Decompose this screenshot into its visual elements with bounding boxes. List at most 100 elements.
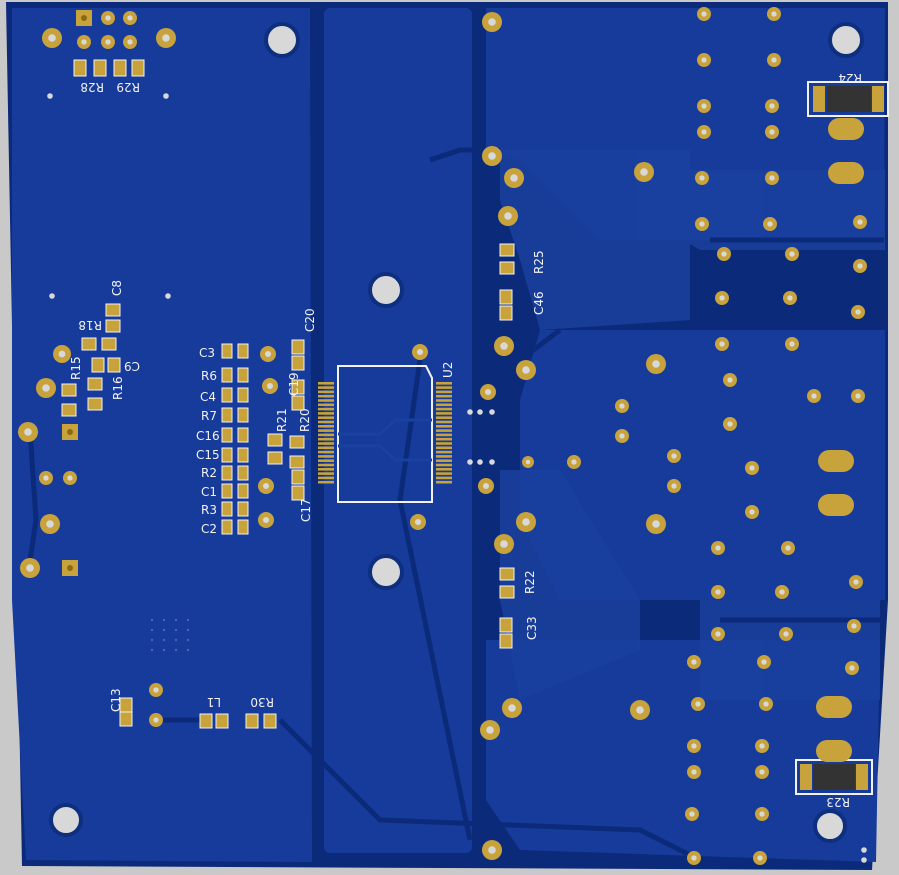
tht-hole bbox=[779, 589, 785, 595]
tht-hole bbox=[264, 350, 272, 358]
ic-pin bbox=[436, 468, 452, 471]
tht-hole bbox=[789, 341, 795, 347]
label-r15: R15 bbox=[69, 356, 83, 380]
tht-hole bbox=[500, 342, 508, 350]
tht-hole bbox=[727, 421, 733, 427]
tht-hole bbox=[262, 482, 270, 490]
ic-pin bbox=[436, 407, 452, 411]
tht-hole bbox=[48, 34, 56, 42]
tht-hole bbox=[525, 459, 531, 465]
tht-hole bbox=[67, 475, 73, 481]
ic-pin bbox=[436, 480, 452, 484]
tht-hole bbox=[619, 433, 625, 439]
smd-pad bbox=[291, 355, 305, 371]
smd-pad bbox=[61, 383, 77, 397]
through-hole-pads bbox=[18, 7, 867, 865]
smd-pad bbox=[221, 519, 233, 535]
smd-pad bbox=[237, 483, 249, 499]
ic-pin bbox=[318, 463, 334, 467]
smd-pad bbox=[221, 387, 233, 403]
tht-hole bbox=[851, 623, 857, 629]
smd-pad bbox=[107, 357, 121, 373]
smd-pad bbox=[291, 395, 305, 411]
smd-pad bbox=[237, 407, 249, 423]
smd-pad bbox=[499, 567, 515, 581]
smd-pad bbox=[73, 59, 87, 77]
via bbox=[47, 93, 53, 99]
via-dot bbox=[162, 638, 166, 642]
smd-pad bbox=[91, 357, 105, 373]
tht-hole bbox=[636, 706, 644, 714]
ic-pin bbox=[318, 446, 334, 450]
label-c15: C15 bbox=[196, 448, 220, 462]
smd-pad bbox=[87, 377, 103, 391]
label-c46: C46 bbox=[532, 291, 546, 315]
tht-hole bbox=[42, 384, 50, 392]
ic-u2 bbox=[318, 365, 452, 503]
smd-pad bbox=[289, 435, 305, 449]
tht-hole bbox=[721, 251, 727, 257]
ic-pin bbox=[318, 407, 334, 411]
label-r29: R29 bbox=[116, 80, 140, 94]
smd-pad bbox=[199, 713, 213, 729]
via-dot bbox=[162, 628, 166, 632]
smd-pad bbox=[221, 367, 233, 383]
tht-hole bbox=[759, 811, 765, 817]
label-c8: C8 bbox=[110, 280, 124, 296]
tht-hole bbox=[640, 168, 648, 176]
via-dot bbox=[174, 628, 178, 632]
tht-hole bbox=[749, 465, 755, 471]
label-u2: U2 bbox=[441, 362, 455, 378]
tht-hole bbox=[857, 219, 863, 225]
ic-pin bbox=[318, 386, 334, 389]
ic-pin bbox=[318, 394, 334, 398]
ic-pin bbox=[436, 412, 452, 415]
tht-hole bbox=[153, 687, 159, 693]
smd-pad bbox=[237, 387, 249, 403]
tht-hole bbox=[757, 855, 763, 861]
via bbox=[477, 409, 483, 415]
smd-pad bbox=[267, 433, 283, 447]
smd-pad bbox=[87, 397, 103, 411]
via bbox=[467, 409, 473, 415]
ic-pin bbox=[318, 416, 334, 419]
tht-hole bbox=[763, 701, 769, 707]
tht-hole bbox=[789, 251, 795, 257]
via-dot bbox=[174, 618, 178, 622]
label-r16: R16 bbox=[111, 376, 125, 400]
tht-hole bbox=[414, 518, 422, 526]
tht-hole bbox=[783, 631, 789, 637]
tht-hole bbox=[767, 221, 773, 227]
tht-hole bbox=[504, 212, 512, 220]
tht-hole bbox=[701, 129, 707, 135]
label-c16: C16 bbox=[196, 429, 220, 443]
tht-hole bbox=[127, 15, 133, 21]
tht-hole bbox=[727, 377, 733, 383]
ic-pin bbox=[436, 425, 452, 428]
tht-hole bbox=[43, 475, 49, 481]
tht-hole bbox=[482, 482, 490, 490]
ic-pin bbox=[436, 390, 452, 394]
tht-hole bbox=[508, 704, 516, 712]
tht-hole bbox=[689, 811, 695, 817]
label-l1: L1 bbox=[207, 695, 221, 709]
smd-pad bbox=[221, 427, 233, 443]
ic-pin bbox=[318, 468, 334, 471]
label-c2: C2 bbox=[201, 522, 217, 536]
ic-pin bbox=[436, 429, 452, 432]
via-dot bbox=[162, 618, 166, 622]
smd-pad bbox=[263, 713, 277, 729]
tht-hole bbox=[510, 174, 518, 182]
ic-pin bbox=[436, 476, 452, 480]
tht-hole bbox=[671, 453, 677, 459]
tht-hole bbox=[486, 726, 494, 734]
ic-pin bbox=[436, 463, 452, 467]
via-dot bbox=[150, 648, 154, 652]
label-r6: R6 bbox=[201, 369, 217, 383]
tht-hole bbox=[488, 846, 496, 854]
ic-pin bbox=[436, 394, 452, 398]
ic-pin bbox=[318, 412, 334, 415]
tht-hole bbox=[719, 295, 725, 301]
tht-hole bbox=[699, 175, 705, 181]
ic-pin bbox=[436, 459, 452, 462]
